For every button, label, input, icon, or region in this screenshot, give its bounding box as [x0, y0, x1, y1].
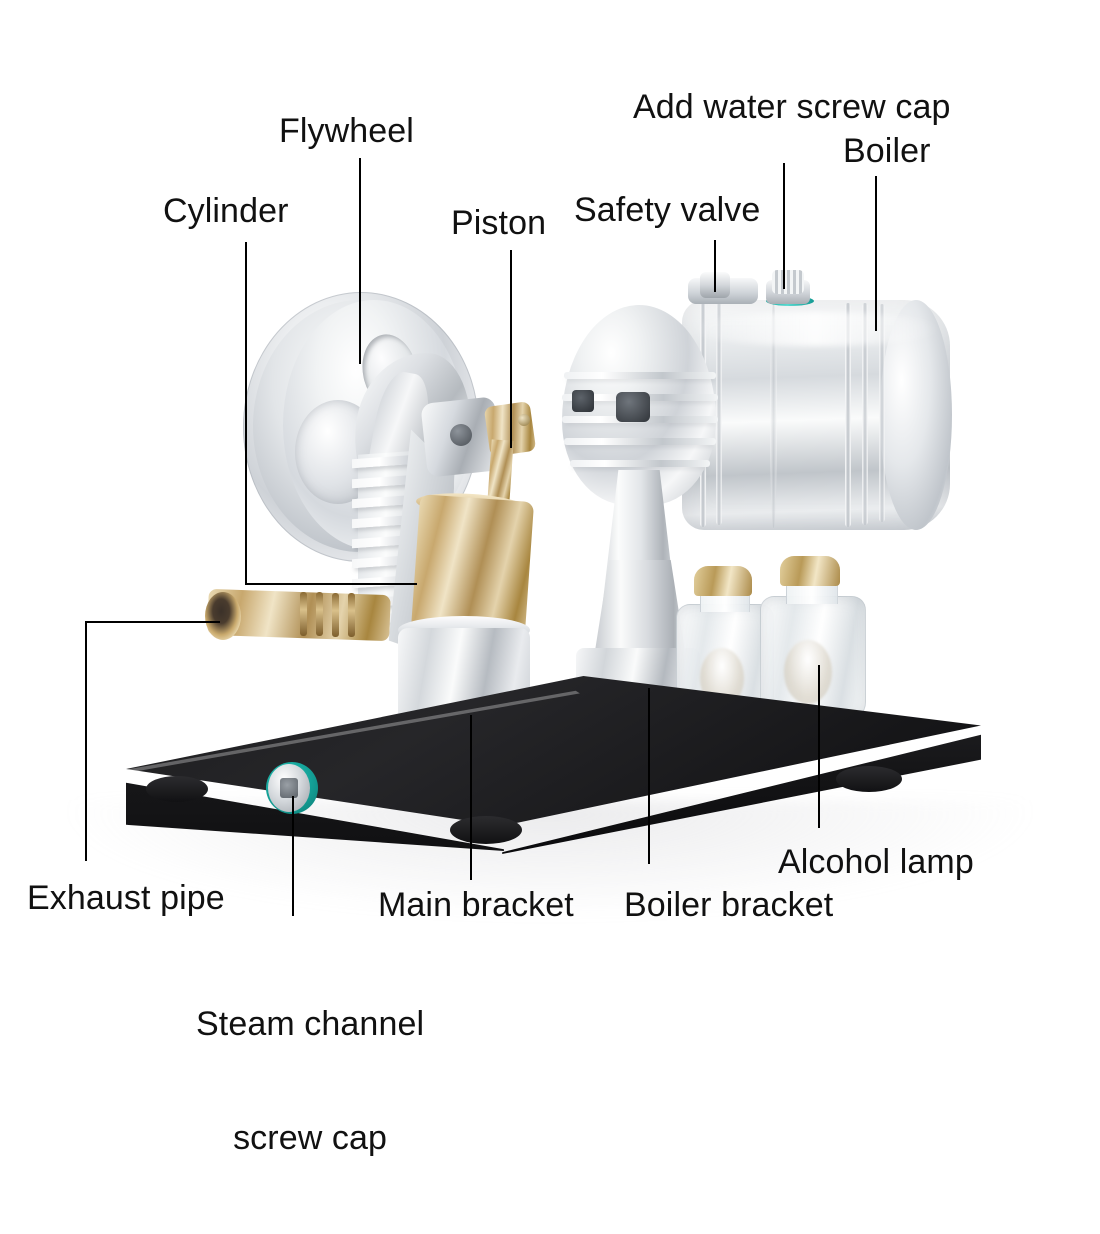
leader-flywheel	[359, 158, 361, 364]
callout-label-exhaust-pipe: Exhaust pipe	[27, 879, 225, 917]
alcohol-lamp-wick	[784, 640, 832, 704]
column-side-port	[572, 390, 594, 412]
boiler-rib	[716, 303, 722, 525]
coupler-pin-hole	[450, 424, 472, 446]
leader-cylinder-vertical	[245, 242, 247, 584]
product-photo	[60, 270, 1040, 920]
callout-label-boiler-bracket: Boiler bracket	[624, 886, 834, 924]
column-fin	[570, 460, 710, 467]
boiler-rib	[845, 303, 851, 527]
boiler-rib	[862, 303, 868, 525]
water-screw-cap-knurl	[772, 270, 804, 294]
boiler-specular-highlight	[690, 312, 940, 346]
exhaust-rib	[316, 592, 323, 636]
piston-rod-screw	[518, 414, 530, 426]
callout-label-cylinder: Cylinder	[163, 192, 289, 230]
callout-label-main-bracket: Main bracket	[378, 886, 574, 924]
boiler-rib	[879, 304, 885, 522]
leader-cylinder-horizontal	[245, 583, 417, 585]
exhaust-rib	[332, 593, 339, 637]
steam-channel-label-line-2: screw cap	[233, 1119, 388, 1158]
callout-label-flywheel: Flywheel	[279, 112, 414, 150]
leader-exhaust-horizontal	[85, 621, 220, 623]
callout-label-safety-valve: Safety valve	[574, 191, 761, 229]
column-port-fitting	[616, 392, 650, 422]
callout-label-add-water-screw-cap: Add water screw cap	[633, 88, 951, 126]
column-fin	[564, 372, 716, 379]
figure-canvas: Cylinder Flywheel Piston Safety valve Ad…	[27, 88, 1040, 1158]
exhaust-rib	[300, 592, 307, 636]
leader-alcohol-lamp	[818, 665, 820, 828]
callout-label-boiler: Boiler	[843, 132, 931, 170]
leader-exhaust-vertical	[85, 621, 87, 861]
boiler-band	[770, 302, 777, 528]
steam-channel-hex-socket	[280, 778, 298, 798]
leader-add-water-screw-cap	[783, 163, 785, 289]
steam-channel-label-line-1: Steam channel	[196, 1005, 425, 1044]
leader-piston	[510, 250, 512, 448]
leader-main-bracket	[470, 715, 472, 880]
alcohol-lamp-cap	[694, 566, 752, 596]
exhaust-rib	[348, 593, 355, 637]
column-fin	[564, 438, 716, 445]
callout-label-steam-channel-screw-cap: Steam channel screw cap	[196, 929, 424, 1234]
callout-label-piston: Piston	[451, 204, 547, 242]
leader-steam-channel-screw-cap	[292, 796, 294, 916]
base-foot	[836, 766, 902, 792]
leader-boiler	[875, 176, 877, 331]
alcohol-lamp-cap	[780, 556, 840, 586]
leader-boiler-bracket	[648, 688, 650, 864]
exhaust-pipe-mouth	[205, 592, 241, 640]
leader-safety-valve	[714, 240, 716, 292]
base-foot	[450, 816, 522, 844]
base-foot	[146, 776, 208, 802]
callout-label-alcohol-lamp: Alcohol lamp	[778, 843, 974, 881]
